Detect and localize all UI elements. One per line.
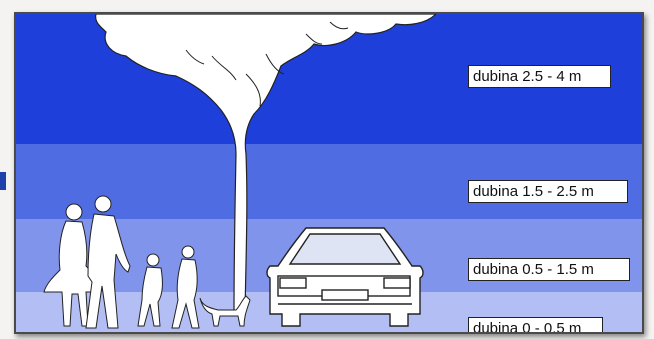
depth-label-1-5-to-2-5: dubina 1.5 - 2.5 m <box>468 180 628 203</box>
depth-label-0-5-to-1-5: dubina 0.5 - 1.5 m <box>468 258 630 281</box>
depth-diagram <box>16 14 642 332</box>
depth-label-2-5-to-4: dubina 2.5 - 4 m <box>468 65 611 88</box>
left-edge-marker <box>0 172 6 190</box>
depth-diagram-frame: dubina 2.5 - 4 m dubina 1.5 - 2.5 m dubi… <box>14 12 644 334</box>
depth-label-0-to-0-5: dubina 0 - 0.5 m <box>468 317 603 334</box>
